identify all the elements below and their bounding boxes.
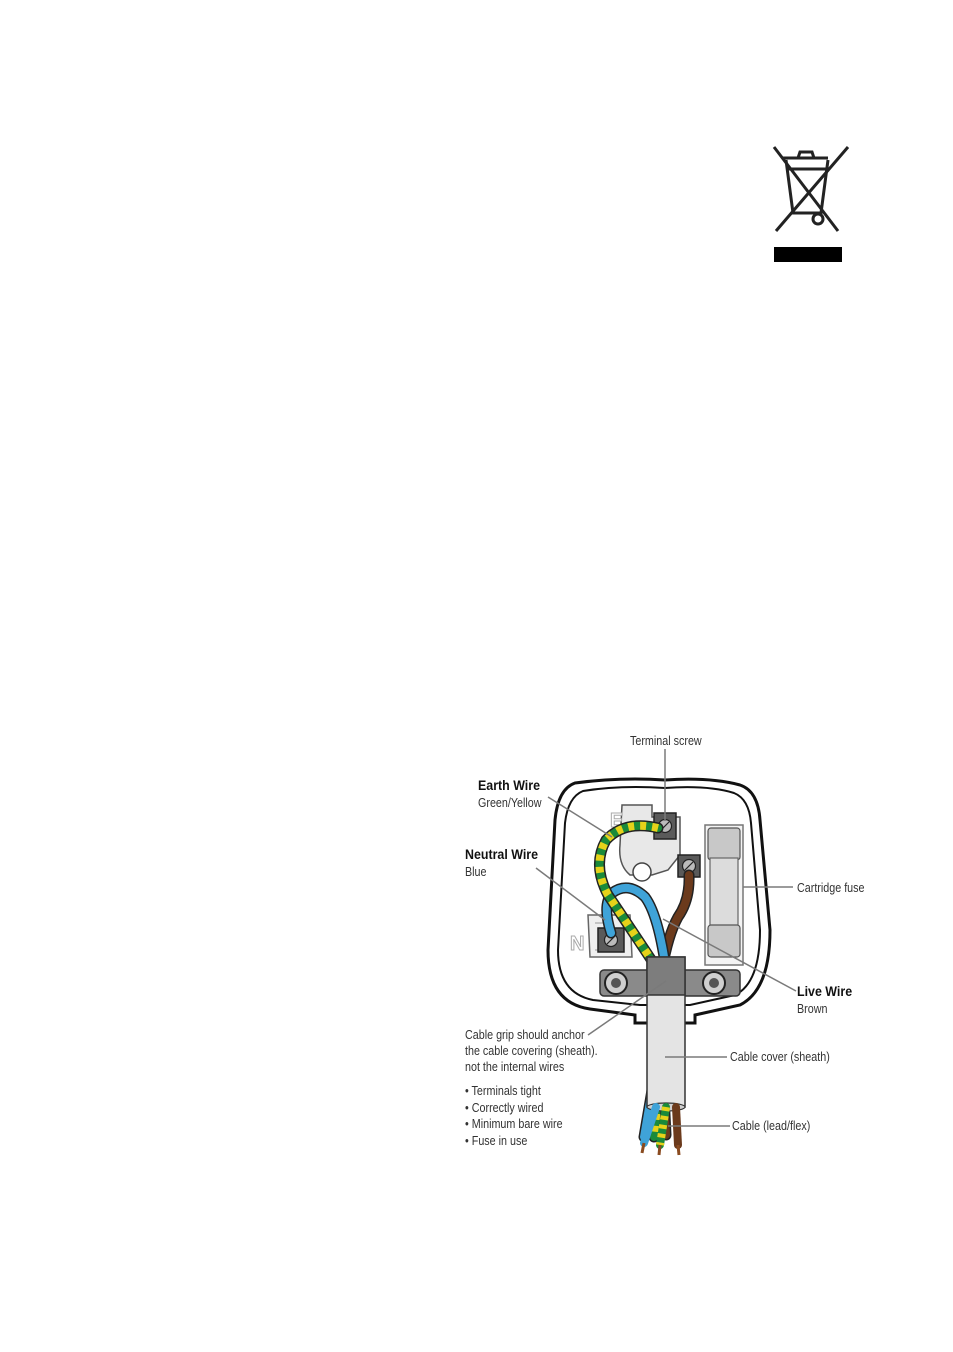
wiring-checklist: Terminals tight Correctly wired Minimum … (465, 1083, 563, 1149)
weee-black-bar (774, 247, 842, 262)
checklist-item: Terminals tight (465, 1083, 563, 1100)
checklist-item: Correctly wired (465, 1100, 563, 1117)
cartridge-fuse-label: Cartridge fuse (797, 880, 865, 896)
earth-wire-title: Earth Wire (478, 778, 540, 794)
fuse-end-cap-top (708, 828, 740, 860)
checklist-item: Fuse in use (465, 1133, 563, 1150)
crossed-out-wheelie-bin-icon (768, 143, 858, 268)
terminal-screw-label: Terminal screw (630, 733, 702, 749)
live-wire-title: Live Wire (797, 984, 852, 1000)
cable-lead-label: Cable (lead/flex) (732, 1118, 810, 1134)
earth-pin-hole (633, 863, 651, 881)
live-wire-color: Brown (797, 1001, 827, 1017)
weee-logo (768, 143, 858, 268)
checklist-item: Minimum bare wire (465, 1116, 563, 1133)
cartridge-fuse (710, 858, 738, 928)
earth-wire-color: Green/Yellow (478, 795, 542, 811)
neutral-wire-title: Neutral Wire (465, 847, 538, 863)
cable-grip-note: Cable grip should anchor the cable cover… (465, 1027, 598, 1075)
neutral-letter: N (570, 933, 584, 955)
plug-wiring-diagram: E N (440, 725, 900, 1175)
neutral-wire-color: Blue (465, 864, 487, 880)
cable-cover-label: Cable cover (sheath) (730, 1049, 830, 1065)
